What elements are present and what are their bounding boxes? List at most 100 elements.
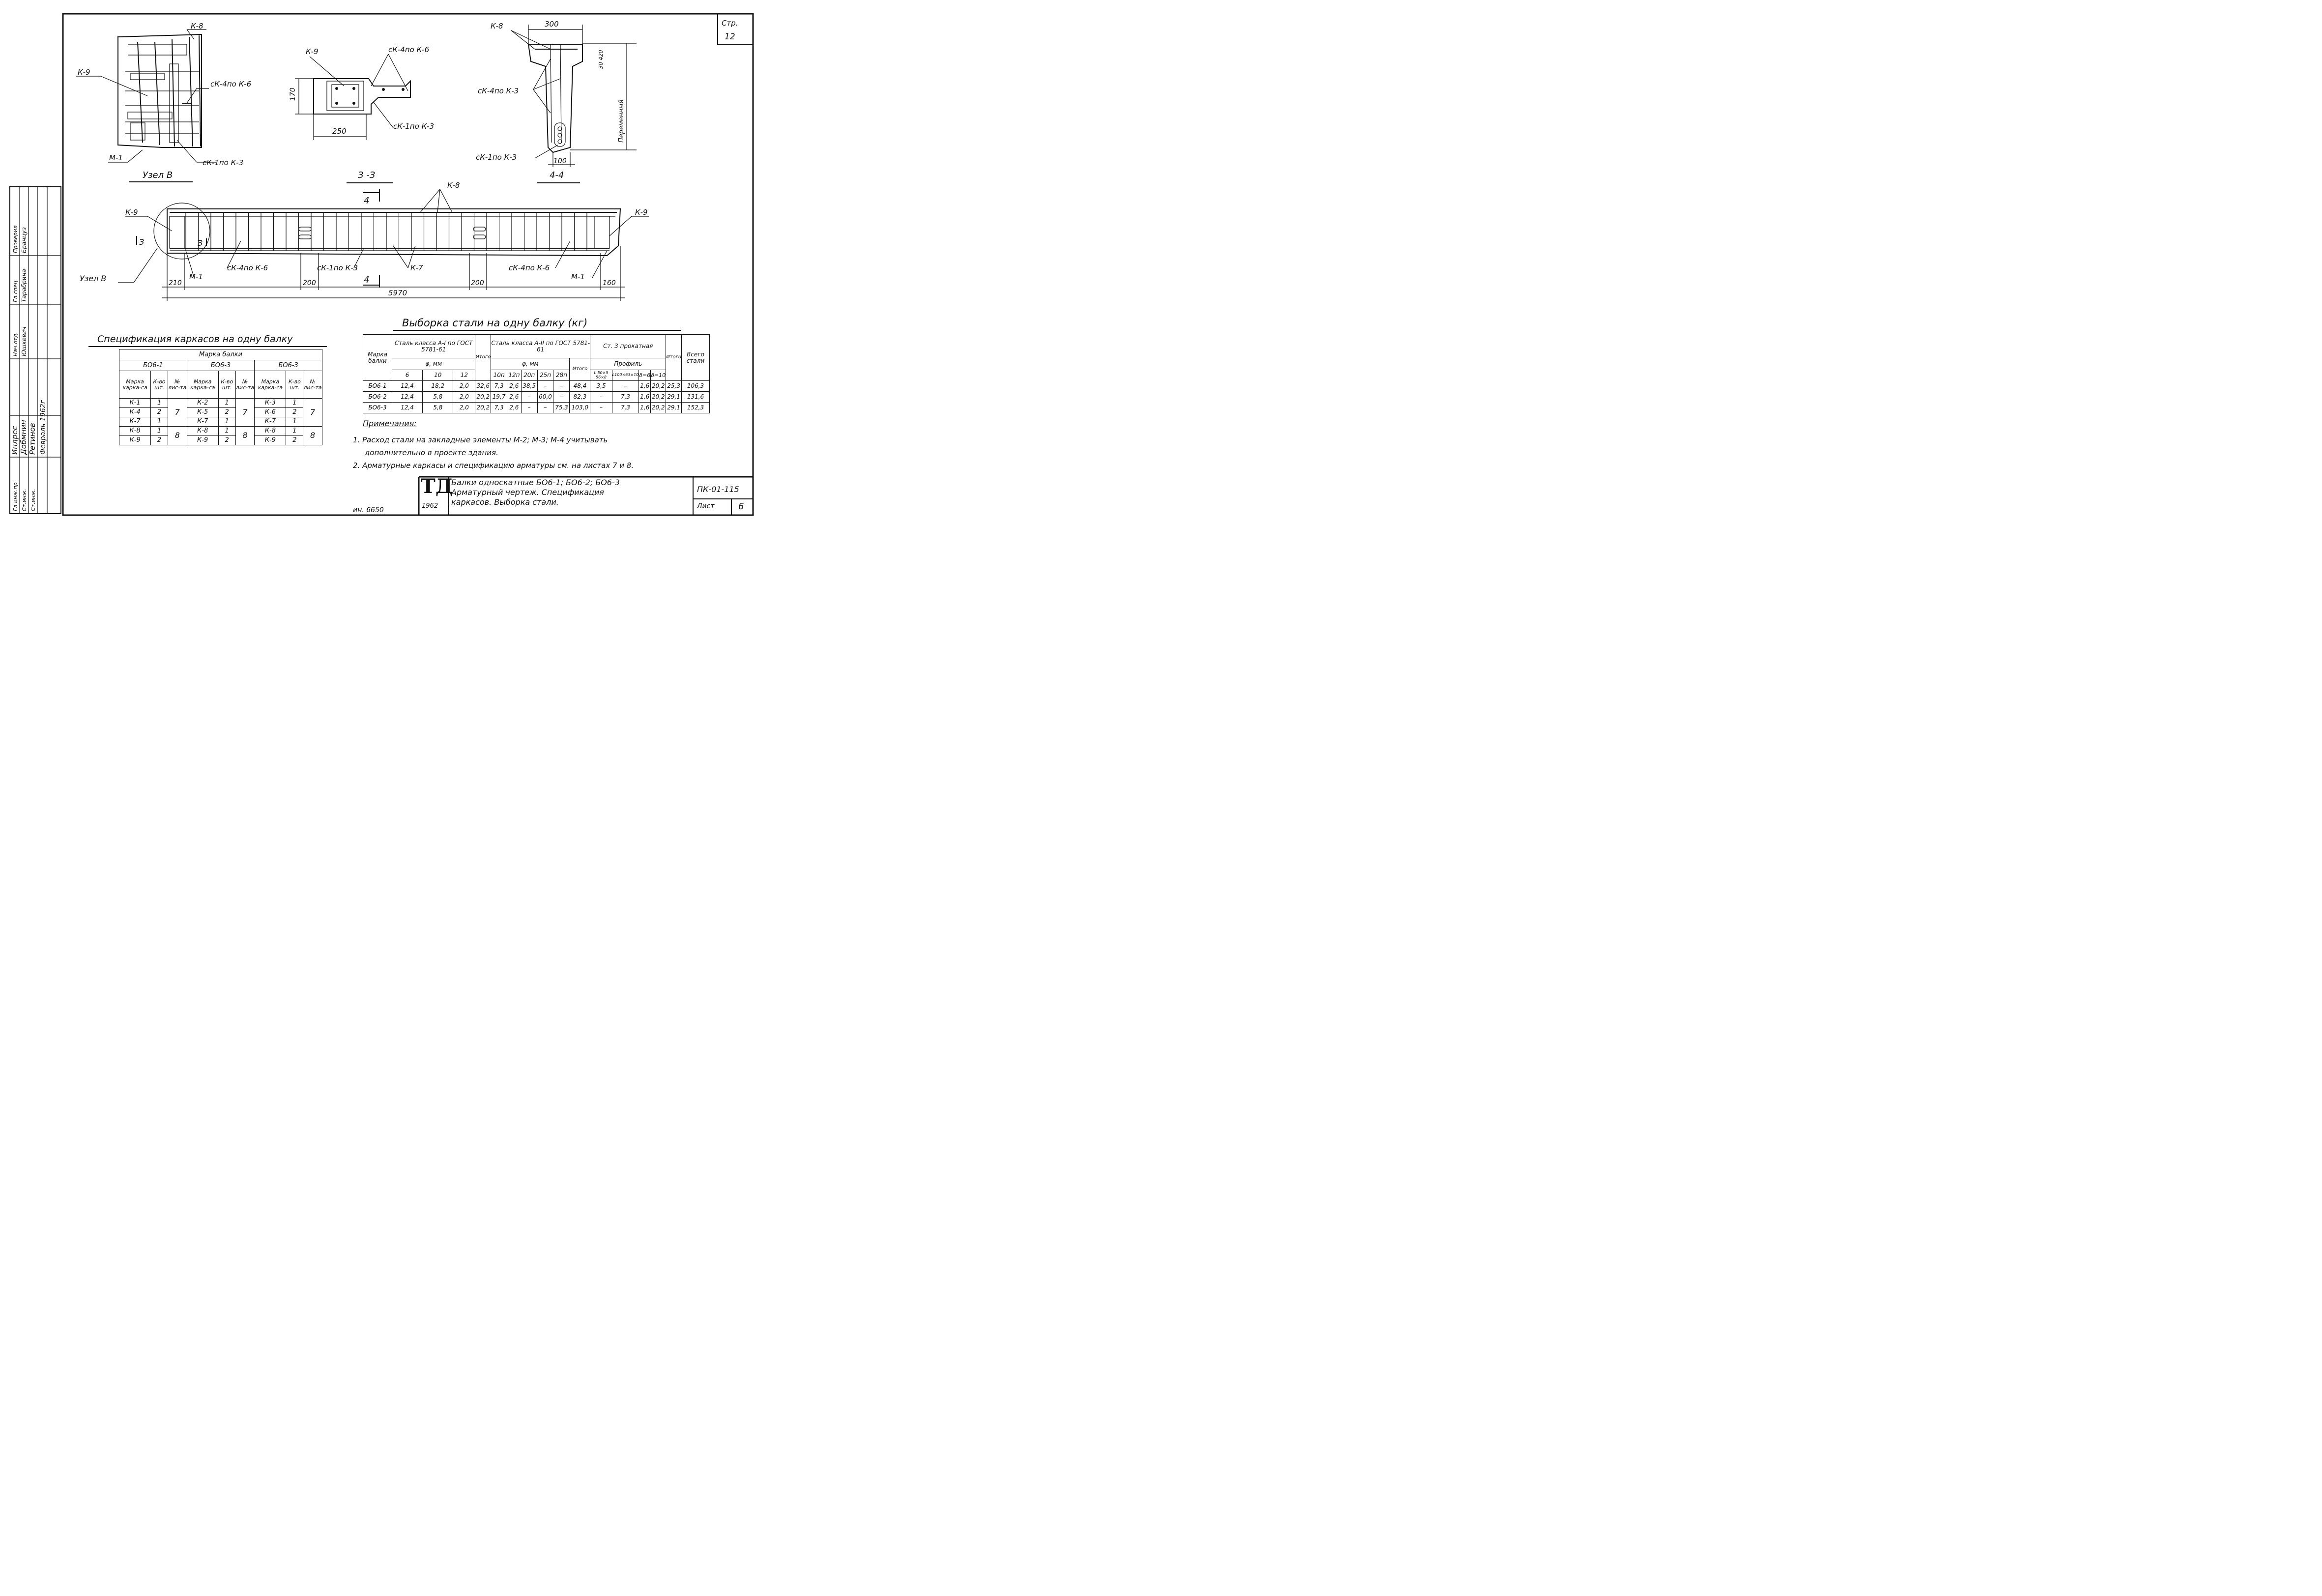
spec-cell: 1 xyxy=(286,398,304,408)
steel-cell: 20,2 xyxy=(475,402,492,413)
elev-m1-right: М-1 xyxy=(571,272,585,281)
steel-phi-a2: φ, мм xyxy=(491,358,570,370)
spec-cell: К-1 xyxy=(118,398,151,408)
steel-subcol: 10 xyxy=(422,370,454,381)
steel-cell: 2,6 xyxy=(507,391,522,403)
sheet-border xyxy=(62,13,754,516)
stamp-chief: Нач.отд. xyxy=(12,332,19,356)
steel-subcol: 28п xyxy=(553,370,570,381)
stirrups xyxy=(185,212,587,251)
steel-cell: – xyxy=(590,391,612,403)
steel-cell: 1,6 xyxy=(639,391,651,403)
steel-cell: БО6-1 xyxy=(363,380,392,392)
spec-cell: 7 xyxy=(235,398,255,427)
spec-cell: 8 xyxy=(235,426,255,445)
cut-4-top: 4 xyxy=(364,196,369,206)
beam-outline xyxy=(167,208,621,257)
section-44-outline xyxy=(527,44,583,153)
steel-cell: 3,5 xyxy=(590,380,612,392)
note-1b: дополнительно в проекте здания. xyxy=(365,448,498,457)
steel-cell: 7,3 xyxy=(611,391,639,403)
elev-dim-total: 5970 xyxy=(388,289,407,297)
sheet-corner-value: 12 xyxy=(725,32,735,42)
spec-cell: 1 xyxy=(218,398,236,408)
elev-dim-right: 160 xyxy=(603,279,616,287)
stamp-name-2: Добмнин xyxy=(19,420,28,455)
steel-subcol: 20п xyxy=(521,370,538,381)
cut-4-bottom: 4 xyxy=(364,275,369,285)
steel-cell: 20,2 xyxy=(650,391,667,403)
steel-cell: 106,3 xyxy=(681,380,710,392)
spec-cell: 2 xyxy=(150,435,168,445)
steel-phi-a1: φ, мм xyxy=(391,358,476,370)
steel-subcol: 12 xyxy=(453,370,476,381)
steel-cell: – xyxy=(537,380,554,392)
steel-subcol: 12п xyxy=(507,370,522,381)
steel-head-a1: Сталь класса А-I по ГОСТ 5781-61 xyxy=(391,334,476,358)
steel-subcol: δ=6 xyxy=(639,370,651,381)
spec-sub-list: № лис-та xyxy=(167,371,187,399)
steel-cell: 19,7 xyxy=(491,391,508,403)
section-33-dim-height: 170 xyxy=(289,87,297,101)
spec-cell: 2 xyxy=(286,435,304,445)
stamp-sign-3: Бранцуз xyxy=(21,227,28,253)
spec-group-2: БО6-3 xyxy=(186,360,255,371)
stamp-role-2: Ст.инж. xyxy=(21,489,28,511)
spec-cell: К-4 xyxy=(118,407,151,417)
title-line-1: Балки односкатные БО6-1; БО6-2; БО6-3 xyxy=(451,478,620,487)
title-code: ПК-01-115 xyxy=(697,485,739,494)
spec-cell: 1 xyxy=(218,417,236,427)
elev-m1-left: М-1 xyxy=(189,272,203,281)
stamp-date: Февраль 1962г xyxy=(39,400,47,455)
section-44-dim-flange: 30 420 xyxy=(598,50,604,69)
steel-cell: – xyxy=(590,402,612,413)
section-44-variable: Переменный xyxy=(618,99,625,143)
steel-cell: 7,3 xyxy=(491,402,508,413)
spec-group-1: БО6-1 xyxy=(119,360,187,371)
stamp-name-1: Индрес xyxy=(10,426,19,455)
steel-cell: 20,2 xyxy=(650,402,667,413)
drawing-canvas: Стр. 12 Гл.инж.пр Ст.инж. Ст.инж. Индрес… xyxy=(9,13,754,516)
steel-cell: 12,4 xyxy=(391,402,423,413)
uzel-b-view: К-8 К-9 сК-4по К-6 М-1 сК-1по К-3 Узел В xyxy=(76,22,251,182)
spec-cell: 1 xyxy=(286,426,304,436)
stamp-sign-1: Юшкевич xyxy=(21,326,28,356)
steel-cell: – xyxy=(553,380,570,392)
steel-cell: – xyxy=(521,402,538,413)
steel-title: Выборка стали на одну балку (кг) xyxy=(402,317,587,329)
uzel-b-ck4: сК-4по К-6 xyxy=(210,80,251,88)
uzel-b-outline xyxy=(117,33,202,148)
steel-cell: 29,1 xyxy=(666,391,682,403)
spec-cell: К-6 xyxy=(254,407,287,417)
steel-cell: 25,3 xyxy=(666,380,682,392)
steel-profile: Профиль xyxy=(590,358,667,370)
spec-header: Марка балки xyxy=(119,349,322,360)
elev-k9-left: К-9 xyxy=(125,208,138,217)
steel-cell: 7,3 xyxy=(611,402,639,413)
uzel-b-k9: К-9 xyxy=(78,68,90,77)
steel-head-st3: Ст. 3 прокатная xyxy=(590,334,667,358)
spec-cell: К-5 xyxy=(186,407,219,417)
steel-itogo-a2: Итого xyxy=(569,358,591,381)
section-33-ck1: сК-1по К-3 xyxy=(393,122,434,131)
steel-cell: 12,4 xyxy=(391,391,423,403)
section-33-title: З -З xyxy=(358,170,376,180)
spec-sub-marka: Марка карка-са xyxy=(186,371,219,399)
steel-subcol: 6 xyxy=(391,370,423,381)
steel-cell: 2,6 xyxy=(507,402,522,413)
elev-k8: К-8 xyxy=(447,181,460,190)
elev-k9-right: К-9 xyxy=(635,208,648,217)
steel-cell: 103,0 xyxy=(569,402,591,413)
steel-cell: 2,0 xyxy=(453,402,476,413)
section-33-view: 170 250 К-9 сК-4по К-6 сК-1по К-3 З -З xyxy=(289,45,434,183)
steel-cell: 82,3 xyxy=(569,391,591,403)
steel-cell: 1,6 xyxy=(639,380,651,392)
steel-cell: 20,2 xyxy=(475,391,492,403)
spec-cell: 7 xyxy=(167,398,187,427)
title-logo: ТД xyxy=(421,475,453,498)
